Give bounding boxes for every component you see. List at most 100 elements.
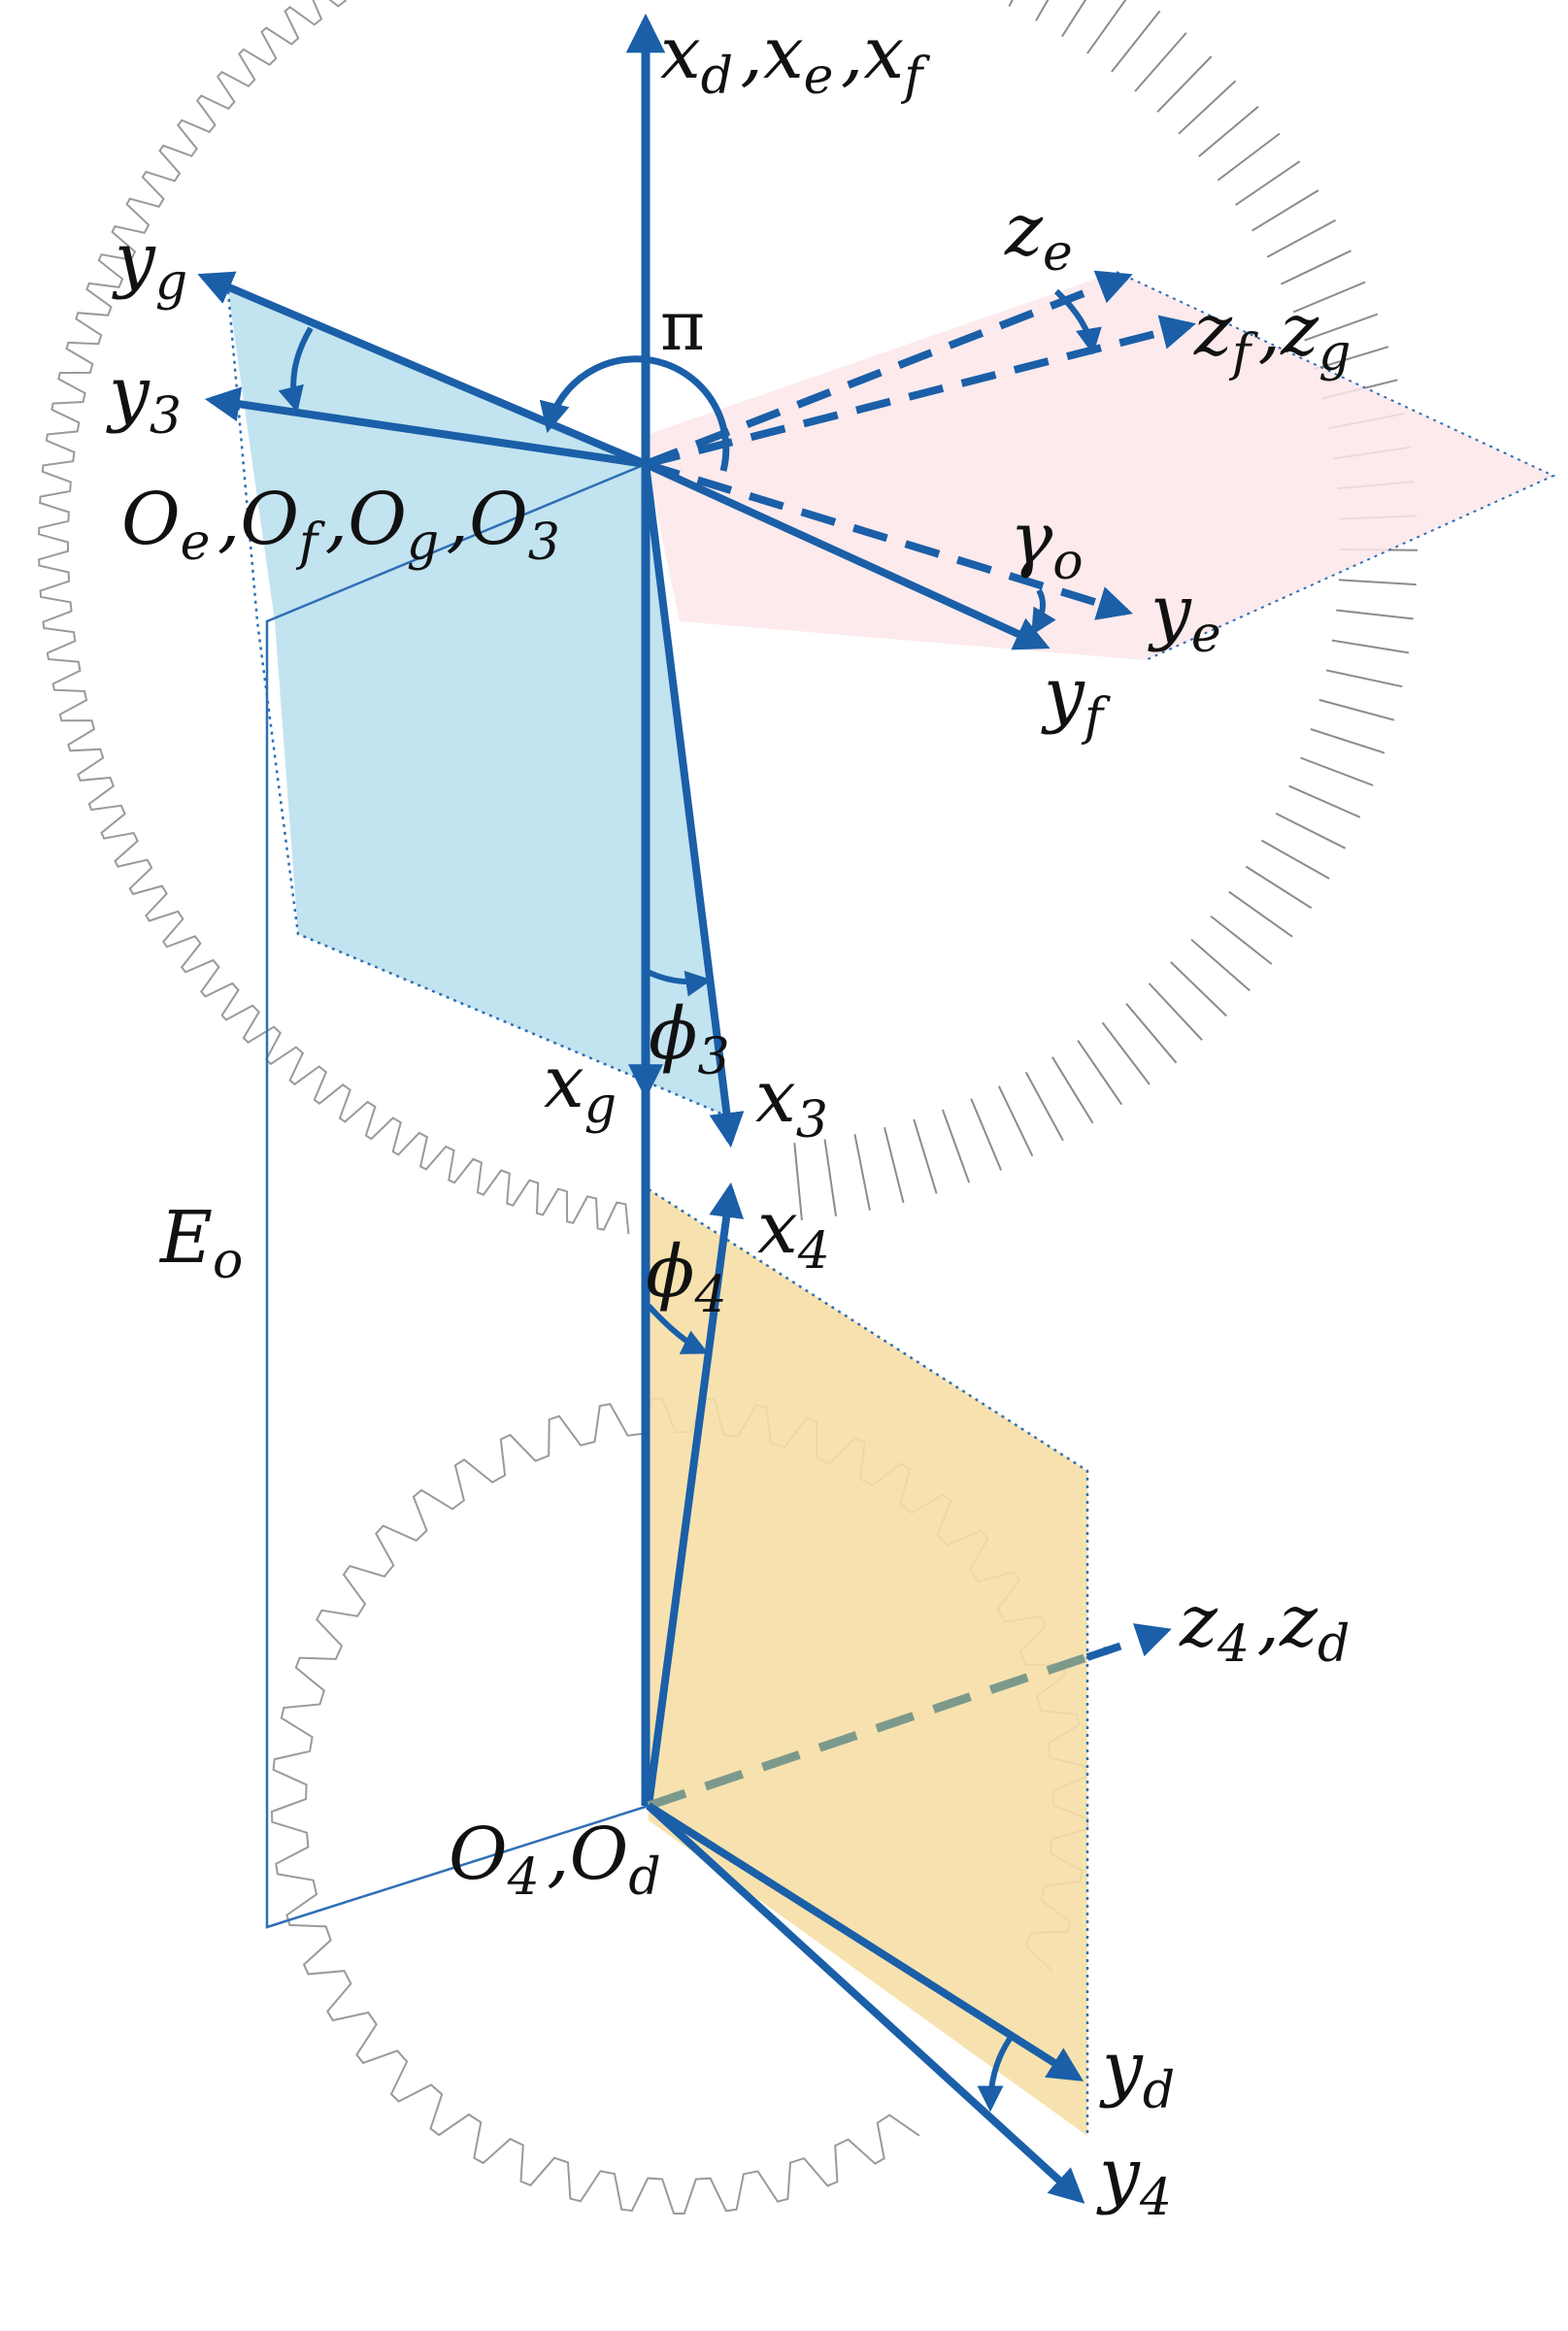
gear-tooth-line xyxy=(1086,0,1127,54)
z-rotation-arc xyxy=(1053,288,1102,355)
gear-tooth-line xyxy=(823,1139,837,1216)
gear-tooth-line xyxy=(1245,865,1313,910)
label-z-fg: zf ,zg xyxy=(1193,288,1358,383)
label-y-3: y3 xyxy=(106,351,188,446)
gear-tooth-line xyxy=(1170,961,1227,1017)
label-x-g: xg xyxy=(544,1041,623,1135)
gear-tooth-line xyxy=(1178,80,1237,135)
label-glyph: y xyxy=(1148,570,1192,653)
label-glyph: π xyxy=(660,286,705,366)
gear-tooth-line xyxy=(970,1098,1003,1171)
label-glyph: , xyxy=(740,12,763,95)
gear-tooth-line xyxy=(853,1134,871,1211)
label-subscript: 4 xyxy=(797,1222,830,1281)
ring-gear-teeth xyxy=(38,0,630,1235)
gear-tooth-line xyxy=(1310,728,1385,754)
label-glyph: , xyxy=(217,478,241,561)
labels: xd ,xe ,xf yg y3 ze zf ,zg π Oe ,Of ,Og … xyxy=(106,12,1358,2227)
gear-tooth-line xyxy=(1228,890,1293,938)
gear-tooth-line xyxy=(1292,281,1366,314)
label-glyph: , xyxy=(1258,288,1282,372)
label-phi-3: ϕ3 xyxy=(649,992,737,1086)
gamma-o-arc xyxy=(1031,588,1056,636)
y-e-axis xyxy=(644,460,1133,620)
pi-angle-arc xyxy=(539,355,730,472)
gear-tooth-line xyxy=(1336,609,1414,620)
gear-tooth-line xyxy=(1325,669,1403,688)
gear-tooth-line xyxy=(1314,346,1389,371)
y-4-axis xyxy=(646,1803,1085,2204)
label-subscript: 3 xyxy=(697,1028,729,1086)
label-glyph: ϕ xyxy=(646,1230,694,1314)
gear-tooth-line xyxy=(1331,639,1410,654)
gear-tooth-line xyxy=(1125,1003,1178,1064)
gear-tooth-line xyxy=(793,1143,803,1220)
label-glyph: y xyxy=(1096,2133,1141,2216)
gear-teeth-band xyxy=(793,0,1418,1220)
label-subscript: e xyxy=(181,514,211,572)
gear-tooth-line xyxy=(1051,1056,1094,1124)
label-glyph: y xyxy=(1099,2026,1144,2110)
label-y-f: yf xyxy=(1041,652,1111,747)
gear-tooth-line xyxy=(1198,106,1259,157)
label-y-g: yg xyxy=(112,217,194,312)
gear-tooth-line xyxy=(1300,756,1374,786)
label-glyph: z xyxy=(1280,288,1319,372)
label-glyph: O xyxy=(469,478,528,561)
gear-tooth-line xyxy=(1260,839,1330,880)
phi-4-arc xyxy=(646,1303,709,1354)
label-y-4: y4 xyxy=(1096,2133,1179,2227)
gear-tooth-line xyxy=(1061,0,1087,38)
label-y-e: ye xyxy=(1148,570,1228,664)
label-glyph: x xyxy=(755,1055,796,1139)
gear-tooth-line xyxy=(1318,698,1395,721)
label-glyph: y xyxy=(112,217,156,301)
gear-tooth-line xyxy=(1288,784,1361,818)
label-glyph: x xyxy=(660,12,701,95)
label-glyph: y xyxy=(106,351,150,435)
gear-tooth-line xyxy=(941,1109,971,1183)
label-glyph: γ xyxy=(1010,497,1053,581)
pink-plane xyxy=(641,272,1553,660)
label-x-def: xd ,xe ,xf xyxy=(660,12,930,106)
label-glyph: x xyxy=(757,1186,798,1270)
label-glyph: , xyxy=(841,12,864,95)
label-subscript: d xyxy=(628,1848,660,1907)
gear-tooth-line xyxy=(1251,189,1319,232)
gear-tooth-line xyxy=(1304,313,1379,342)
y-f-axis xyxy=(644,460,1051,650)
label-glyph: y xyxy=(1041,652,1085,736)
y-rotation-arc xyxy=(278,326,314,414)
gear-tooth-line xyxy=(1217,132,1281,182)
gear-tooth-line xyxy=(1266,218,1337,258)
label-subscript: 3 xyxy=(528,514,560,572)
pink-plane-edge xyxy=(1116,271,1556,661)
gear-tooth-line xyxy=(884,1127,905,1204)
y-g-axis xyxy=(197,271,648,468)
blue-plane-edge xyxy=(226,290,729,1118)
label-subscript: o xyxy=(1052,533,1083,591)
label-y-d: yd xyxy=(1099,2026,1182,2120)
label-subscript: 4 xyxy=(1139,2169,1172,2227)
label-subscript: d xyxy=(701,48,733,106)
label-origins-top: Oe ,Of ,Og ,O3 xyxy=(121,478,567,572)
gear-tooth-line xyxy=(1077,1040,1123,1106)
gear-tooth-line xyxy=(1235,160,1301,207)
blue-plane xyxy=(228,291,728,1116)
label-z-e: ze xyxy=(1004,188,1080,283)
label-pi: π xyxy=(660,286,705,366)
label-subscript: g xyxy=(407,514,439,572)
label-subscript: d xyxy=(1143,2062,1175,2120)
label-glyph: O xyxy=(240,478,299,561)
label-subscript: o xyxy=(213,1232,243,1290)
label-subscript: 3 xyxy=(150,387,182,446)
label-e-o: Eo xyxy=(158,1196,250,1290)
orange-plane xyxy=(649,1189,1087,2136)
label-x-4: x4 xyxy=(757,1186,837,1281)
label-glyph: z xyxy=(1279,1580,1318,1663)
label-subscript: 3 xyxy=(796,1091,828,1149)
label-gamma-o: γo xyxy=(1010,497,1090,591)
label-glyph: x xyxy=(544,1041,584,1124)
